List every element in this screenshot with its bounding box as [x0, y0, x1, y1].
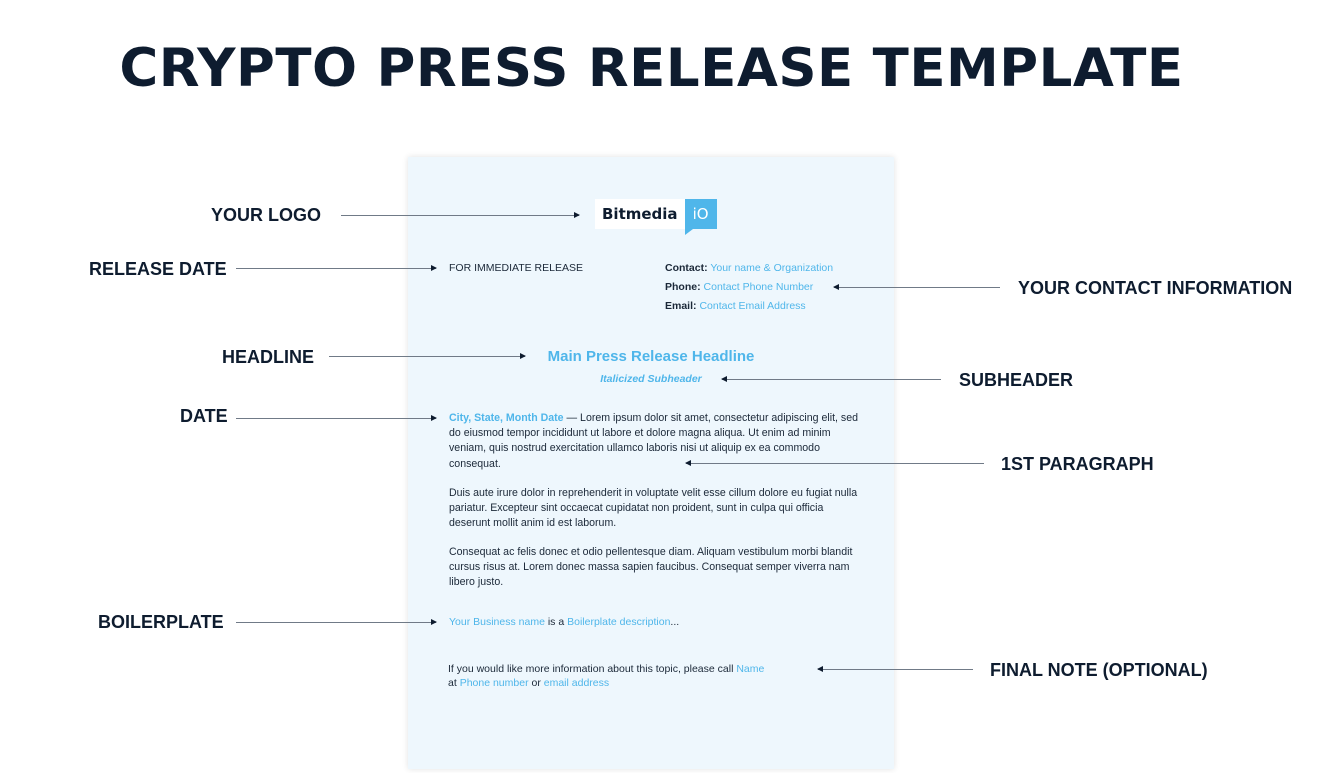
label-first-paragraph: 1ST PARAGRAPH	[1001, 454, 1154, 474]
arrowhead-icon	[574, 212, 580, 218]
final-note-line-1: If you would like more information about…	[448, 664, 764, 675]
final-note-email: email address	[543, 677, 610, 689]
logo-wordmark: Bitmedia	[595, 199, 685, 229]
arrow-contact	[833, 284, 1000, 290]
label-final-note: FINAL NOTE (OPTIONAL)	[990, 660, 1208, 680]
logo-badge-text: iO	[692, 205, 709, 223]
arrowhead-icon	[721, 376, 727, 382]
phone-line: Phone: Contact Phone Number	[665, 282, 813, 293]
italic-subheader: Italicized Subheader	[600, 373, 702, 385]
main-headline: Main Press Release Headline	[547, 348, 755, 365]
boilerplate-ellipsis: ...	[670, 616, 680, 628]
arrowhead-icon	[431, 619, 437, 625]
phone-value: Contact Phone Number	[703, 281, 814, 293]
bitmedia-logo: Bitmedia iO	[595, 199, 717, 235]
arrowhead-icon	[431, 415, 437, 421]
final-note-phone: Phone number	[459, 677, 529, 689]
label-boilerplate: BOILERPLATE	[98, 612, 224, 632]
arrowhead-icon	[817, 666, 823, 672]
dateline: City, State, Month Date	[449, 412, 564, 424]
label-your-logo: YOUR LOGO	[211, 205, 322, 225]
label-contact-information: YOUR CONTACT INFORMATION	[1018, 278, 1293, 298]
arrow-release-date	[236, 265, 437, 271]
arrow-final-note	[817, 666, 973, 672]
boilerplate-is-a: is a	[544, 616, 568, 628]
paragraph-3: Consequat ac felis donec et odio pellent…	[449, 546, 853, 589]
email-key: Email:	[665, 300, 697, 312]
contact-key: Contact:	[665, 262, 708, 274]
arrow-headline	[329, 353, 526, 359]
arrow-date	[236, 415, 437, 421]
logo-badge-tail	[684, 229, 693, 235]
arrowhead-icon	[431, 265, 437, 271]
label-headline: HEADLINE	[222, 347, 315, 367]
boilerplate-description: Boilerplate description	[567, 616, 671, 628]
business-name: Your Business name	[449, 616, 545, 628]
arrow-your-logo	[341, 212, 580, 218]
paragraph-2: Duis aute irure dolor in reprehenderit i…	[449, 487, 858, 530]
arrow-boilerplate	[236, 619, 437, 625]
email-value: Contact Email Address	[699, 300, 806, 312]
contact-line: Contact: Your name & Organization	[665, 263, 833, 274]
arrowhead-icon	[833, 284, 839, 290]
email-line: Email: Contact Email Address	[665, 301, 806, 312]
final-note-name: Name	[736, 663, 765, 675]
contact-value: Your name & Organization	[710, 262, 834, 274]
label-subheader: SUBHEADER	[959, 370, 1074, 390]
release-text: FOR IMMEDIATE RELEASE	[449, 262, 583, 274]
phone-key: Phone:	[665, 281, 701, 293]
logo-badge: iO	[684, 199, 717, 235]
page-title: CRYPTO PRESS RELEASE TEMPLATE	[119, 38, 1184, 99]
arrowhead-icon	[685, 460, 691, 466]
final-note-or: or	[528, 677, 544, 689]
arrow-subheader	[721, 376, 941, 382]
final-note-line-2: at Phone number or email address	[448, 678, 609, 689]
paragraph-1: City, State, Month Date — Lorem ipsum do…	[449, 411, 864, 472]
arrowhead-icon	[520, 353, 526, 359]
boilerplate-line: Your Business name is a Boilerplate desc…	[449, 617, 679, 628]
arrow-first-paragraph	[685, 460, 984, 466]
label-date: DATE	[180, 406, 228, 426]
label-release-date: RELEASE DATE	[89, 259, 227, 279]
final-note-at: at	[448, 677, 460, 689]
paragraph-1-text: — Lorem ipsum dolor sit amet, consectetu…	[449, 412, 858, 470]
final-note-text: If you would like more information about…	[448, 663, 737, 675]
